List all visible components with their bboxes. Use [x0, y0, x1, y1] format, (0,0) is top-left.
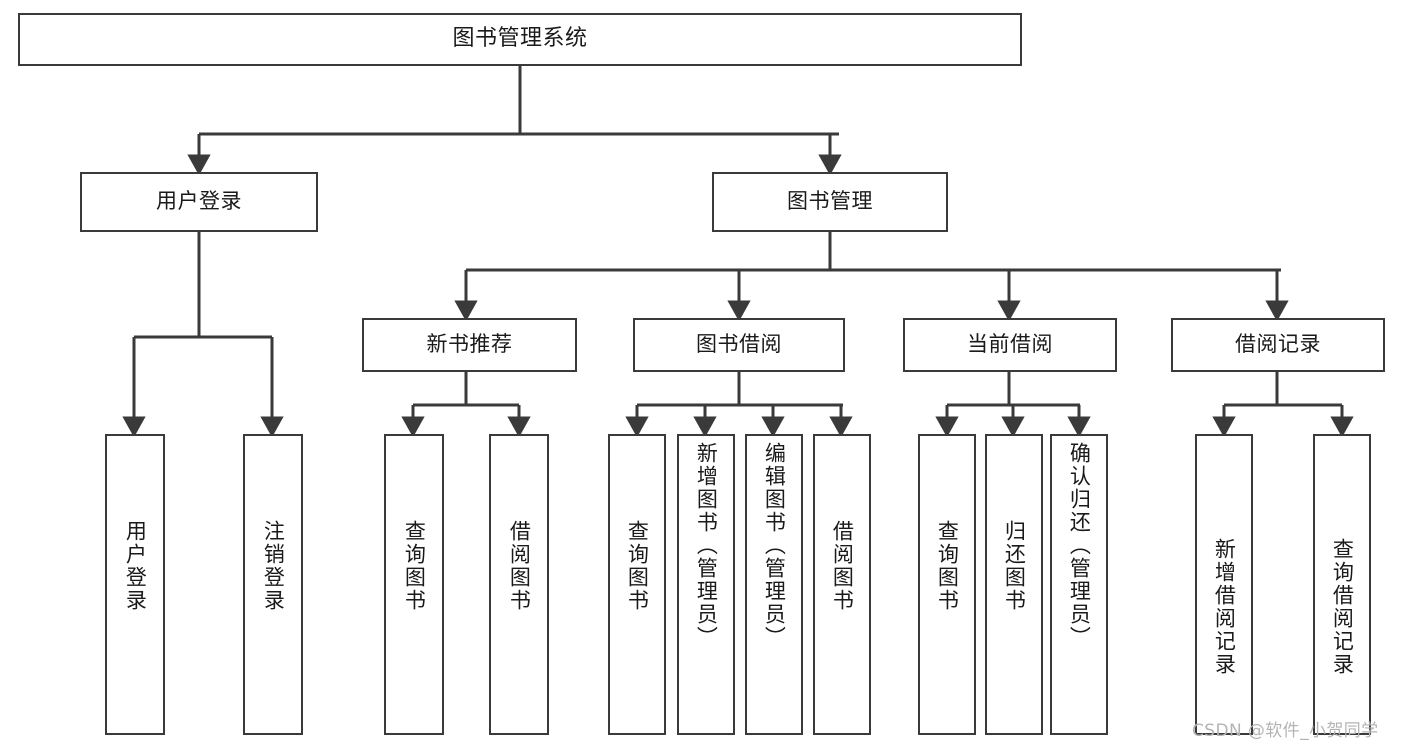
node-label: 用户登录 — [123, 520, 148, 612]
leaf-edit-book-admin[interactable]: 编辑图书（管理员） — [745, 434, 803, 735]
csdn-watermark: CSDN @软件_小贺同学 — [1192, 721, 1379, 741]
node-label: 编辑图书（管理员） — [762, 442, 787, 649]
node-label: 查询图书 — [402, 520, 427, 612]
leaf-borrow-book-recommend[interactable]: 借阅图书 — [489, 434, 549, 735]
node-label: 图书管理系统 — [452, 26, 588, 52]
leaf-query-borrow-record[interactable]: 查询借阅记录 — [1313, 434, 1371, 735]
node-label: 注销登录 — [261, 520, 286, 612]
node-label: 借阅记录 — [1235, 332, 1321, 357]
node-root-system[interactable]: 图书管理系统 — [18, 13, 1022, 66]
node-current-borrow[interactable]: 当前借阅 — [903, 318, 1117, 372]
leaf-add-book-admin[interactable]: 新增图书（管理员） — [677, 434, 735, 735]
node-borrow-record[interactable]: 借阅记录 — [1171, 318, 1385, 372]
node-book-management[interactable]: 图书管理 — [712, 172, 948, 232]
node-label: 新增图书（管理员） — [694, 442, 719, 649]
node-book-borrow[interactable]: 图书借阅 — [633, 318, 845, 372]
node-label: 确认归还（管理员） — [1067, 442, 1092, 649]
node-label: 归还图书 — [1002, 520, 1027, 612]
node-label: 查询图书 — [935, 520, 960, 612]
leaf-confirm-return-admin[interactable]: 确认归还（管理员） — [1050, 434, 1108, 735]
node-label: 新增借阅记录 — [1212, 538, 1237, 676]
leaf-borrow-book[interactable]: 借阅图书 — [813, 434, 871, 735]
leaf-add-borrow-record[interactable]: 新增借阅记录 — [1195, 434, 1253, 735]
leaf-query-book-borrow[interactable]: 查询图书 — [608, 434, 666, 735]
node-label: 用户登录 — [156, 189, 242, 214]
node-label: 图书借阅 — [696, 332, 782, 357]
node-label: 借阅图书 — [830, 520, 855, 612]
node-label: 图书管理 — [787, 189, 873, 214]
leaf-return-book[interactable]: 归还图书 — [985, 434, 1043, 735]
node-new-book-recommend[interactable]: 新书推荐 — [362, 318, 577, 372]
node-user-login[interactable]: 用户登录 — [80, 172, 318, 232]
node-label: 查询借阅记录 — [1330, 538, 1355, 676]
leaf-query-book-current[interactable]: 查询图书 — [918, 434, 976, 735]
leaf-user-login[interactable]: 用户登录 — [105, 434, 165, 735]
node-label: 查询图书 — [625, 520, 650, 612]
leaf-query-book-recommend[interactable]: 查询图书 — [384, 434, 444, 735]
node-label: 当前借阅 — [967, 332, 1053, 357]
node-label: 借阅图书 — [507, 520, 532, 612]
leaf-logout-login[interactable]: 注销登录 — [243, 434, 303, 735]
node-label: 新书推荐 — [426, 332, 513, 357]
